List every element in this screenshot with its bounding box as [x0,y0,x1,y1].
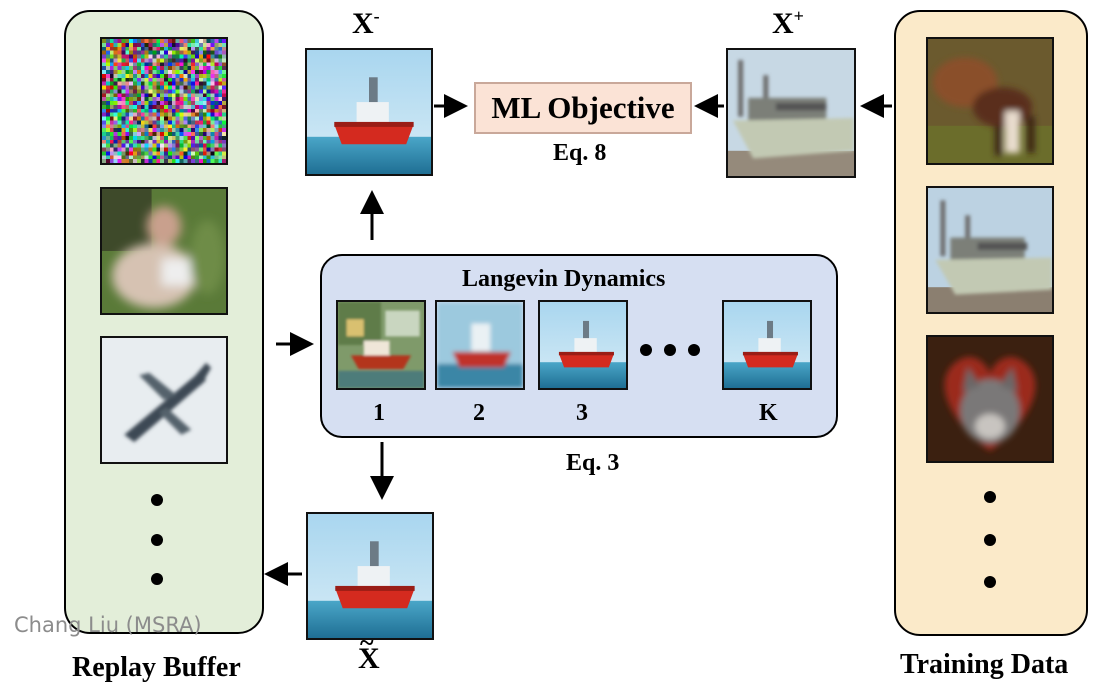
ellipsis-dot [151,494,163,506]
ellipsis-dot [151,573,163,585]
step-label-3: 3 [576,400,588,426]
x-minus-label: X- [352,6,380,40]
x-plus-label: X+ [772,6,804,40]
x-plus-superscript: + [793,6,804,26]
author-credit: Chang Liu (MSRA) [14,613,202,637]
langevin-step-3-image [538,300,628,390]
x-tilde-image [306,512,434,640]
deer-image [926,37,1054,165]
ellipsis-dot [688,344,700,356]
ml-objective-label: ML Objective [491,90,675,125]
ship-image [926,186,1054,314]
x-minus-superscript: - [373,6,380,26]
tilde-icon: ~ [360,628,374,657]
training-data-label: Training Data [900,649,1069,680]
step-label-k: K [759,400,778,426]
langevin-title: Langevin Dynamics [462,266,666,292]
replay-buffer-label: Replay Buffer [72,652,241,683]
cat-image [926,335,1054,463]
eq8-label: Eq. 8 [553,140,607,166]
ellipsis-dot [984,576,996,588]
blurry-animal-image [100,187,228,315]
random-noise-image [100,37,228,165]
langevin-step-2-image [435,300,525,390]
airplane-image [100,336,228,464]
ellipsis-dot [984,534,996,546]
langevin-step-1-image [336,300,426,390]
x-plus-image [726,48,856,178]
ellipsis-dot [640,344,652,356]
ml-objective-box: ML Objective [474,82,692,134]
x-tilde-label: ~ X [358,628,380,675]
step-label-1: 1 [373,400,385,426]
ellipsis-dot [984,491,996,503]
eq3-label: Eq. 3 [566,450,620,476]
ellipsis-dot [664,344,676,356]
langevin-step-k-image [722,300,812,390]
x-minus-image [305,48,433,176]
ellipsis-dot [151,534,163,546]
step-label-2: 2 [473,400,485,426]
